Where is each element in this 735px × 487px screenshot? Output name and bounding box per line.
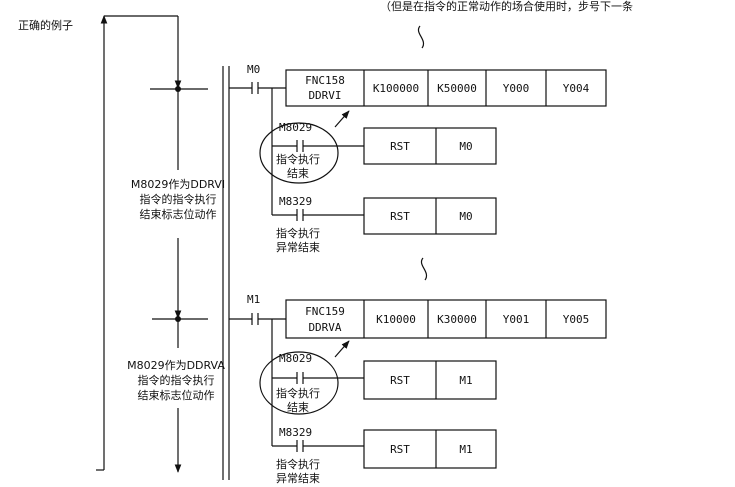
break-mark	[418, 25, 424, 49]
rst-device: M0	[459, 140, 472, 153]
power-rail	[222, 66, 230, 480]
marker-dot	[175, 316, 181, 322]
svg-text:指令的指令执行: 指令的指令执行	[140, 192, 217, 206]
svg-text:结束: 结束	[287, 401, 309, 414]
svg-text:指令的指令执行: 指令的指令执行	[138, 373, 215, 387]
operand-3: Y000	[503, 82, 530, 95]
svg-text:M8029作为DDRVI: M8029作为DDRVI	[131, 178, 225, 191]
operand-4: Y004	[563, 82, 590, 95]
func-name: DDRVI	[308, 89, 341, 102]
svg-text:指令执行: 指令执行	[276, 457, 320, 471]
svg-text:DDRVA: DDRVA	[308, 321, 341, 334]
svg-text:指令执行: 指令执行	[276, 386, 320, 400]
example-title: 正确的例子	[18, 18, 73, 32]
operand-1: K100000	[373, 82, 419, 95]
svg-text:结束: 结束	[287, 167, 309, 180]
svg-text:结束标志位动作: 结束标志位动作	[140, 207, 217, 221]
func-code: FNC158	[305, 74, 345, 87]
svg-text:异常结束: 异常结束	[276, 472, 320, 485]
svg-text:K10000: K10000	[376, 313, 416, 326]
operand-2: K50000	[437, 82, 477, 95]
marker-dot	[175, 86, 181, 92]
svg-text:M8029: M8029	[279, 352, 312, 365]
svg-text:RST: RST	[390, 374, 410, 387]
svg-text:K30000: K30000	[437, 313, 477, 326]
timing-arrows	[150, 86, 208, 473]
top-text: （但是在指令的正常动作的场合使用时，步号下一条	[380, 0, 633, 13]
contact-m1-label: M1	[247, 293, 260, 306]
contact-m8329-label: M8329	[279, 195, 312, 208]
svg-text:M1: M1	[459, 443, 472, 456]
svg-text:结束标志位动作: 结束标志位动作	[138, 388, 215, 402]
svg-text:M1: M1	[459, 374, 472, 387]
note-ddrvi: M8029作为DDRVI 指令的指令执行 结束标志位动作	[131, 178, 225, 221]
svg-text:Y005: Y005	[563, 313, 590, 326]
contact-m0-label: M0	[247, 63, 260, 76]
svg-text:FNC159: FNC159	[305, 305, 345, 318]
rst-instr: RST	[390, 140, 410, 153]
break-mark	[421, 257, 427, 281]
scope-bracket	[96, 15, 182, 471]
highlight-ellipse	[259, 122, 339, 184]
svg-text:RST: RST	[390, 210, 410, 223]
svg-text:M8329: M8329	[279, 426, 312, 439]
rung-1: M0 FNC158 DDRVI K100000 K50000 Y000 Y004…	[229, 63, 607, 254]
highlight-ellipse	[259, 351, 339, 415]
svg-text:RST: RST	[390, 443, 410, 456]
rung-2: M1 FNC159 DDRVA K10000 K30000 Y001 Y005 …	[229, 293, 607, 485]
svg-text:指令执行: 指令执行	[276, 152, 320, 166]
note-ddrva: M8029作为DDRVA 指令的指令执行 结束标志位动作	[127, 359, 225, 402]
svg-text:M0: M0	[459, 210, 472, 223]
svg-text:异常结束: 异常结束	[276, 241, 320, 254]
svg-text:Y001: Y001	[503, 313, 530, 326]
svg-text:指令执行: 指令执行	[276, 226, 320, 240]
svg-text:M8029作为DDRVA: M8029作为DDRVA	[127, 359, 225, 372]
